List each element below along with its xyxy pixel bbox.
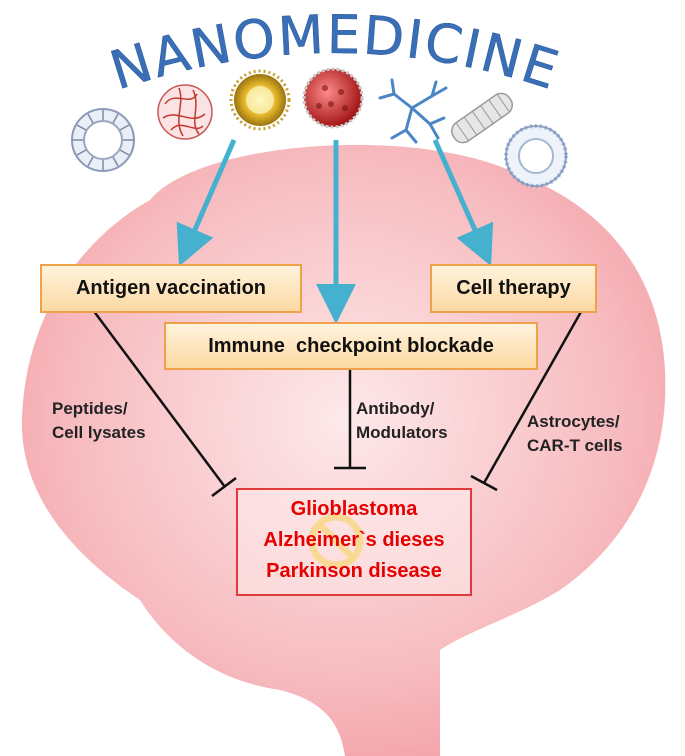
arrow-to-antigen — [176, 139, 237, 267]
cell-therapy-box: Cell therapy — [430, 264, 597, 313]
virus-like-particle-icon — [302, 67, 364, 129]
parkinson-text: Parkinson disease — [266, 560, 442, 582]
arrow-to-cell-therapy — [432, 138, 494, 267]
car-t-text: CAR-T cells — [527, 436, 623, 455]
carbon-nanotube-icon — [451, 92, 513, 144]
modulators-text: Modulators — [356, 423, 448, 442]
dendrimer-icon — [378, 78, 448, 144]
nanomedicine-title: NANOMEDICINE — [103, 5, 566, 103]
disease-box: Glioblastoma Alzheimer`s dieses Parkinso… — [236, 488, 472, 596]
polymer-network-icon — [157, 84, 213, 140]
antibody-text: Antibody/ — [356, 399, 435, 418]
micelle-icon — [504, 124, 568, 188]
title-graphic: NANOMEDICINE — [103, 4, 566, 103]
checkpoint-blockade-label: Immune checkpoint blockade — [208, 334, 494, 357]
inhibit-line-antigen — [91, 309, 227, 488]
alzheimers-text: Alzheimer`s dieses — [263, 529, 445, 551]
antigen-agent-label: Peptides/ Cell lysates — [52, 397, 146, 445]
glioblastoma-text: Glioblastoma — [290, 498, 418, 520]
inhibit-bar-antigen — [211, 477, 237, 497]
cell-agent-label: Astrocytes/ CAR-T cells — [527, 410, 622, 458]
liposome-icon — [71, 108, 135, 172]
inhibit-bar-cell — [470, 474, 498, 492]
antigen-vaccination-box: Antigen vaccination — [40, 264, 302, 313]
gold-nanoparticle-icon — [229, 69, 291, 131]
cell-therapy-label: Cell therapy — [456, 277, 571, 299]
checkpoint-agent-label: Antibody/ Modulators — [356, 397, 448, 445]
checkpoint-blockade-box: Immune checkpoint blockade — [164, 322, 538, 370]
astrocytes-text: Astrocytes/ — [527, 412, 620, 431]
peptides-text: Peptides/ — [52, 399, 128, 418]
cell-lysates-text: Cell lysates — [52, 423, 146, 442]
antigen-vaccination-label: Antigen vaccination — [75, 277, 267, 299]
inhibit-line-cell — [482, 309, 584, 484]
